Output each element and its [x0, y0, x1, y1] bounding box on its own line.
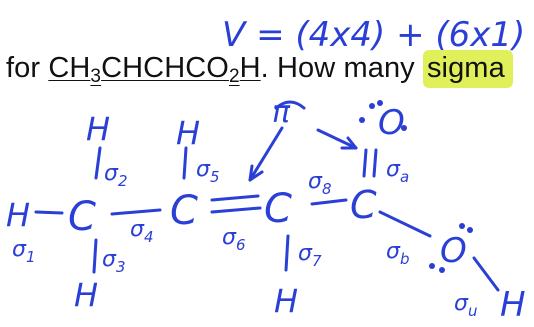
atom-c4: C — [350, 183, 377, 227]
bond-h-c1 — [34, 210, 64, 215]
formula-part-2: CHCHCO — [101, 52, 229, 84]
atom-c3: C — [264, 186, 292, 232]
question-line: for CH3CHCHCO2H. How many sigma — [6, 50, 513, 88]
atom-c1: C — [68, 194, 96, 240]
lone-pair-dot — [359, 117, 365, 123]
question-middle: . How many — [260, 52, 423, 84]
formula-sub-1: 3 — [90, 66, 102, 87]
formula-sub-2: 2 — [228, 66, 240, 87]
bond-c1-h-bottom — [92, 238, 98, 274]
double-bond-bottom — [210, 206, 262, 214]
lone-pair-dot — [467, 227, 473, 233]
sigma-label: σ2 — [104, 161, 128, 190]
sigma-label: σ3 — [102, 247, 126, 276]
lone-pair-dot — [377, 100, 383, 106]
bond-c4-o-b — [372, 148, 378, 178]
atom-h-bottom-mid: H — [274, 282, 298, 320]
atom-h-bottom-left: H — [74, 276, 98, 314]
lone-pair-dot — [369, 103, 375, 109]
bond-c2-h-top — [182, 146, 188, 180]
lone-pair-dot — [401, 125, 407, 131]
sigma-label: σ7 — [298, 241, 322, 270]
pi-arc — [274, 100, 306, 110]
atom-h-top-mid: H — [176, 114, 200, 152]
sigma-label: σa — [386, 157, 409, 186]
atom-o-top: O — [378, 103, 405, 143]
top-equation: V = (4x4) + (6x1) + (2x6 — [222, 15, 534, 55]
atom-o-right: O — [440, 231, 467, 271]
atom-h-left: H — [6, 196, 30, 234]
lone-pair-dot — [459, 223, 465, 229]
lone-pair-dot — [429, 263, 435, 269]
sigma-label: σb — [386, 239, 409, 268]
atom-h-top-left: H — [86, 110, 110, 148]
formula-part-1: CH — [48, 52, 91, 84]
bond-c3-h-bottom — [284, 234, 290, 272]
sigma-label: σu — [454, 291, 477, 320]
pi-arrow-left — [248, 126, 284, 182]
formula-part-3: H — [239, 52, 261, 84]
sigma-label: σ4 — [130, 217, 154, 246]
sigma-label: σ6 — [222, 225, 246, 254]
pi-arrow-right — [316, 128, 358, 150]
sigma-label: σ1 — [12, 237, 36, 266]
double-bond-top — [210, 194, 260, 202]
sigma-label: σ8 — [308, 169, 332, 198]
atom-h-bottom-right: H — [500, 285, 526, 325]
bond-o2-h — [472, 256, 500, 292]
pi-label: π — [272, 95, 291, 130]
bond-c1-c2 — [110, 208, 162, 216]
pi-arrowhead-right — [340, 136, 358, 150]
bond-c4-o-a — [362, 148, 368, 178]
bond-c1-h-top — [94, 146, 102, 180]
bond-c4-o2 — [378, 210, 432, 238]
pi-arrowhead-left — [248, 164, 264, 182]
lone-pair-dot — [439, 267, 445, 273]
highlighted-word: sigma — [422, 50, 513, 88]
question-prefix: for — [6, 52, 49, 84]
bond-c3-c4 — [310, 198, 348, 206]
sigma-label: σ5 — [196, 157, 220, 186]
atom-c2: C — [170, 188, 198, 234]
